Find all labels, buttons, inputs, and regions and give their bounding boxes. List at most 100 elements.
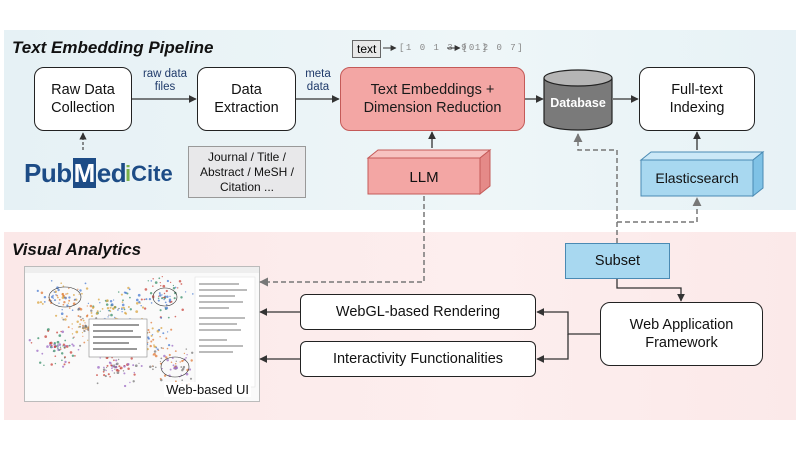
scatter-dot xyxy=(165,337,168,340)
scatter-dot xyxy=(67,326,70,329)
scatter-dot xyxy=(50,280,53,282)
scatter-dot xyxy=(174,363,177,365)
scatter-dot xyxy=(77,308,80,311)
scatter-dot xyxy=(85,287,89,290)
scatter-dot xyxy=(167,316,170,319)
scatter-dot xyxy=(143,307,147,310)
scatter-dot xyxy=(60,312,64,315)
scatter-dot xyxy=(68,299,71,302)
scatter-dot xyxy=(160,285,162,287)
scatter-dot xyxy=(110,303,114,306)
scatter-dot xyxy=(129,296,131,299)
scatter-dot xyxy=(152,365,155,368)
scatter-dot xyxy=(71,354,75,357)
scatter-dot xyxy=(95,312,99,315)
scatter-dot xyxy=(109,361,112,365)
llm-node: LLM xyxy=(366,148,492,196)
scatter-dot xyxy=(147,328,150,332)
scatter-dot xyxy=(46,345,49,348)
text-embeddings-node: Text Embeddings + Dimension Reduction xyxy=(340,67,525,131)
scatter-dot xyxy=(174,350,177,353)
scatter-dot xyxy=(174,315,177,318)
scatter-dot xyxy=(91,315,93,318)
scatter-dot xyxy=(63,363,66,366)
scatter-dot xyxy=(82,317,84,320)
scatter-dot xyxy=(158,277,161,280)
scatter-dot xyxy=(68,296,71,299)
scatter-dot xyxy=(135,310,139,313)
scatter-dot xyxy=(154,366,157,369)
scatter-dot xyxy=(56,340,60,344)
scatter-dot xyxy=(188,368,192,371)
scatter-dot xyxy=(117,291,120,293)
scatter-dot xyxy=(166,331,169,333)
arrow-subset-to-database xyxy=(573,133,618,243)
scatter-dot xyxy=(113,359,115,362)
scatter-dot xyxy=(28,339,31,342)
scatter-dot xyxy=(168,300,171,303)
scatter-dot xyxy=(63,357,66,359)
token-vector-2: [0 2 0 7] xyxy=(462,43,525,53)
scatter-dot xyxy=(138,300,141,304)
scatter-dot xyxy=(141,306,145,309)
scatter-dot xyxy=(61,293,64,296)
scatter-dot xyxy=(153,350,157,353)
scatter-dot xyxy=(36,301,40,304)
scatter-dot xyxy=(68,287,70,290)
scatter-dot xyxy=(159,309,162,312)
scatter-dot xyxy=(102,368,106,371)
scatter-dot xyxy=(165,303,168,306)
scatter-dot xyxy=(77,288,79,290)
scatter-dot xyxy=(132,380,135,383)
scatter-dot xyxy=(59,349,61,351)
scatter-dot xyxy=(123,308,126,311)
scatter-dot xyxy=(163,292,166,295)
scatter-dot xyxy=(59,346,62,348)
scatter-dot xyxy=(83,330,86,333)
web-ui-scatter xyxy=(25,267,259,389)
scatter-dot xyxy=(74,355,76,357)
scatter-dot xyxy=(57,344,59,346)
scatter-dot xyxy=(80,318,83,321)
scatter-dot xyxy=(170,361,173,364)
fulltext-indexing-node: Full-text Indexing xyxy=(639,67,755,131)
scatter-dot xyxy=(96,382,99,385)
scatter-dot xyxy=(62,318,65,321)
scatter-dot xyxy=(54,355,57,358)
scatter-dot xyxy=(61,296,65,299)
scatter-dot xyxy=(109,375,111,378)
scatter-dot xyxy=(181,308,184,311)
pipeline-section-title: Text Embedding Pipeline xyxy=(12,38,214,57)
scatter-dot xyxy=(61,330,65,334)
scatter-dot xyxy=(169,368,172,371)
scatter-dot xyxy=(190,359,193,362)
scatter-dot xyxy=(30,342,33,344)
scatter-dot xyxy=(54,362,57,365)
scatter-dot xyxy=(172,284,175,287)
scatter-dot xyxy=(60,282,63,285)
scatter-dot xyxy=(160,347,163,349)
scatter-dot xyxy=(62,285,65,287)
scatter-dot xyxy=(55,294,57,296)
scatter-dot xyxy=(99,310,101,312)
scatter-dot xyxy=(130,357,133,360)
scatter-dot xyxy=(56,331,59,334)
scatter-dot xyxy=(128,288,131,291)
scatter-dot xyxy=(37,337,40,340)
scatter-dot xyxy=(105,366,108,369)
scatter-dot xyxy=(152,338,155,341)
scatter-dot xyxy=(114,368,116,370)
scatter-dot xyxy=(53,291,55,293)
scatter-dot xyxy=(111,367,113,370)
arrow-webapp-to-interactivity xyxy=(536,334,569,363)
scatter-dot xyxy=(112,364,114,366)
scatter-dot xyxy=(87,339,89,341)
scatter-dot xyxy=(77,315,80,317)
scatter-dot xyxy=(78,325,82,328)
scatter-dot xyxy=(169,281,172,284)
scatter-dot xyxy=(63,296,66,299)
scatter-dot xyxy=(183,352,186,355)
scatter-dot xyxy=(113,372,116,374)
scatter-dot xyxy=(122,306,125,309)
